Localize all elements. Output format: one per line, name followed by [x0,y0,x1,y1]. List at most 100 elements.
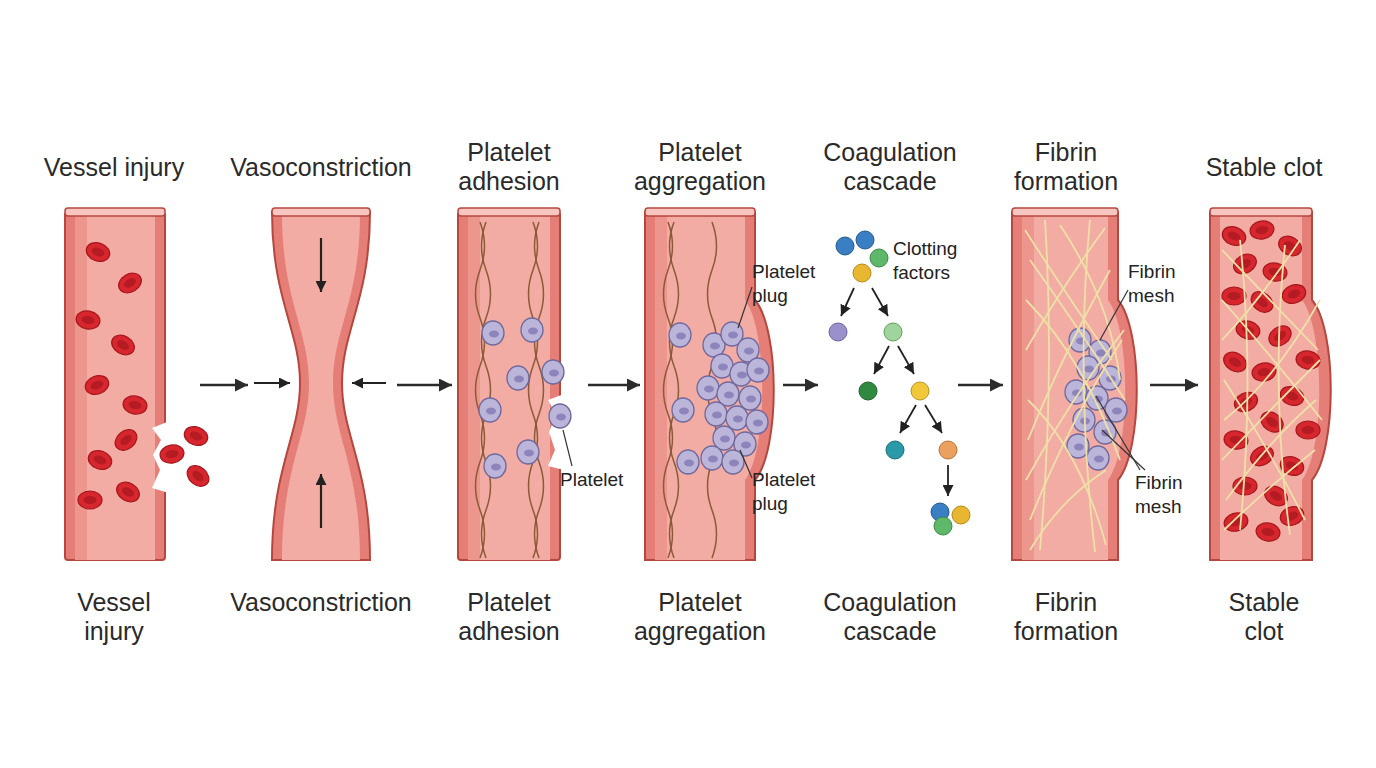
platelet-cell [484,454,506,478]
platelet-cell [747,358,769,382]
fibrin-strand [1222,240,1300,340]
platelet-cell [542,360,564,384]
injured-vessel [65,208,213,560]
platelet-cell [697,376,719,400]
stage-caption: Vessel injury [64,588,164,646]
leader-line [1102,430,1145,470]
red-blood-cell [1249,219,1276,241]
red-blood-cell [122,394,149,416]
red-blood-cell [159,443,186,465]
leader-line [563,430,572,466]
cascade-arrow [900,405,916,433]
fibrin-strand [1026,228,1105,350]
clotting-factor [911,382,929,400]
cascade-arrow [841,288,854,316]
stage-panel: Platelet adhesionPlatelet adhesion [452,210,588,560]
lumen-shade [1022,214,1034,560]
clotting-factor [829,323,847,341]
stage-heading: Stable clot [1189,137,1339,197]
fibrin-strand [1240,240,1248,530]
red-blood-cell [115,269,145,297]
callout-label: Platelet plug [752,260,827,308]
collagen-fiber [529,222,538,558]
callout-label: Fibrin mesh [1128,260,1192,308]
flow-arrow [958,384,1003,387]
fibrin-strand [1026,300,1120,460]
platelet-cell [677,450,699,474]
clotting-factor [884,323,902,341]
clotting-factor [859,382,877,400]
red-blood-cell [108,331,138,359]
stage-heading: Vasoconstriction [214,137,429,197]
fibrin-strand [1040,220,1049,550]
squeeze-arrow [254,382,290,384]
flow-arrow [588,384,640,387]
fibrin-strand [1224,450,1315,530]
callout-label: Platelet [560,468,640,492]
clotting-factor [870,249,888,267]
fibrin-vessel [1012,208,1145,560]
red-blood-cell [182,423,211,448]
platelet-cell [672,398,694,422]
leader-line [740,450,752,478]
vessel-rim [65,208,165,216]
fibrin-strand [1224,380,1305,520]
stage-caption: Platelet aggregation [625,588,775,646]
vessel-rim [645,208,755,216]
vessel-wall [272,212,370,560]
platelet-cell [549,404,571,428]
stage-panel: Stable clotStable clot [1198,210,1323,560]
platelet-cell [705,402,727,426]
red-blood-cell [113,478,143,506]
leader-line [738,287,752,328]
vessel-wall [1210,212,1331,560]
stage-caption: Stable clot [1219,588,1309,646]
fibrin-strand [1060,225,1120,380]
stage-panel: Fibrin formationFibrin formation [1003,210,1150,560]
collagen-fiber [664,222,673,558]
lumen-shade [655,214,667,560]
red-blood-cell [83,372,112,397]
platelet-cell [701,446,723,470]
fibrin-strand [1025,230,1112,360]
squeeze-arrow [320,474,322,528]
vessel-lumen [1220,214,1319,560]
callout-label: Platelet plug [752,468,827,516]
fibrin-strand [1224,300,1320,420]
vessel-lumen [1022,214,1125,560]
stage-caption: Fibrin formation [1001,588,1131,646]
collagen-fiber [670,222,679,558]
vessel-wall [458,212,560,560]
clotting-factor [939,441,957,459]
fibrin-strands [1025,220,1125,552]
platelet-cell [1087,446,1109,470]
squeeze-arrow [352,382,386,384]
fibrin-strand [1279,245,1290,535]
cascade-arrow [874,346,889,374]
clotting-factor [934,517,952,535]
stage-caption: Platelet adhesion [449,588,569,646]
collagen-fiber [535,222,544,558]
platelet-cell [517,440,539,464]
vessel-rim [1210,208,1312,216]
adhesion-vessel [458,208,572,560]
stage-heading: Platelet aggregation [625,137,775,197]
clotting-factor [853,264,871,282]
vessel-wall [65,212,165,560]
red-blood-cell [1255,521,1282,543]
red-blood-cell [1295,349,1322,371]
squeeze-arrow [320,238,322,292]
stage-heading: Fibrin formation [1001,137,1131,197]
red-blood-cell [1222,287,1246,305]
vessel-rim [458,208,560,216]
platelet-cell [482,321,504,345]
fibrin-strand [1222,250,1318,350]
stage-heading: Vessel injury [29,137,199,197]
red-blood-cell [111,425,141,454]
platelet-cell [507,366,529,390]
fibrin-strands [1222,240,1322,535]
fibrin-strand [1028,400,1106,545]
